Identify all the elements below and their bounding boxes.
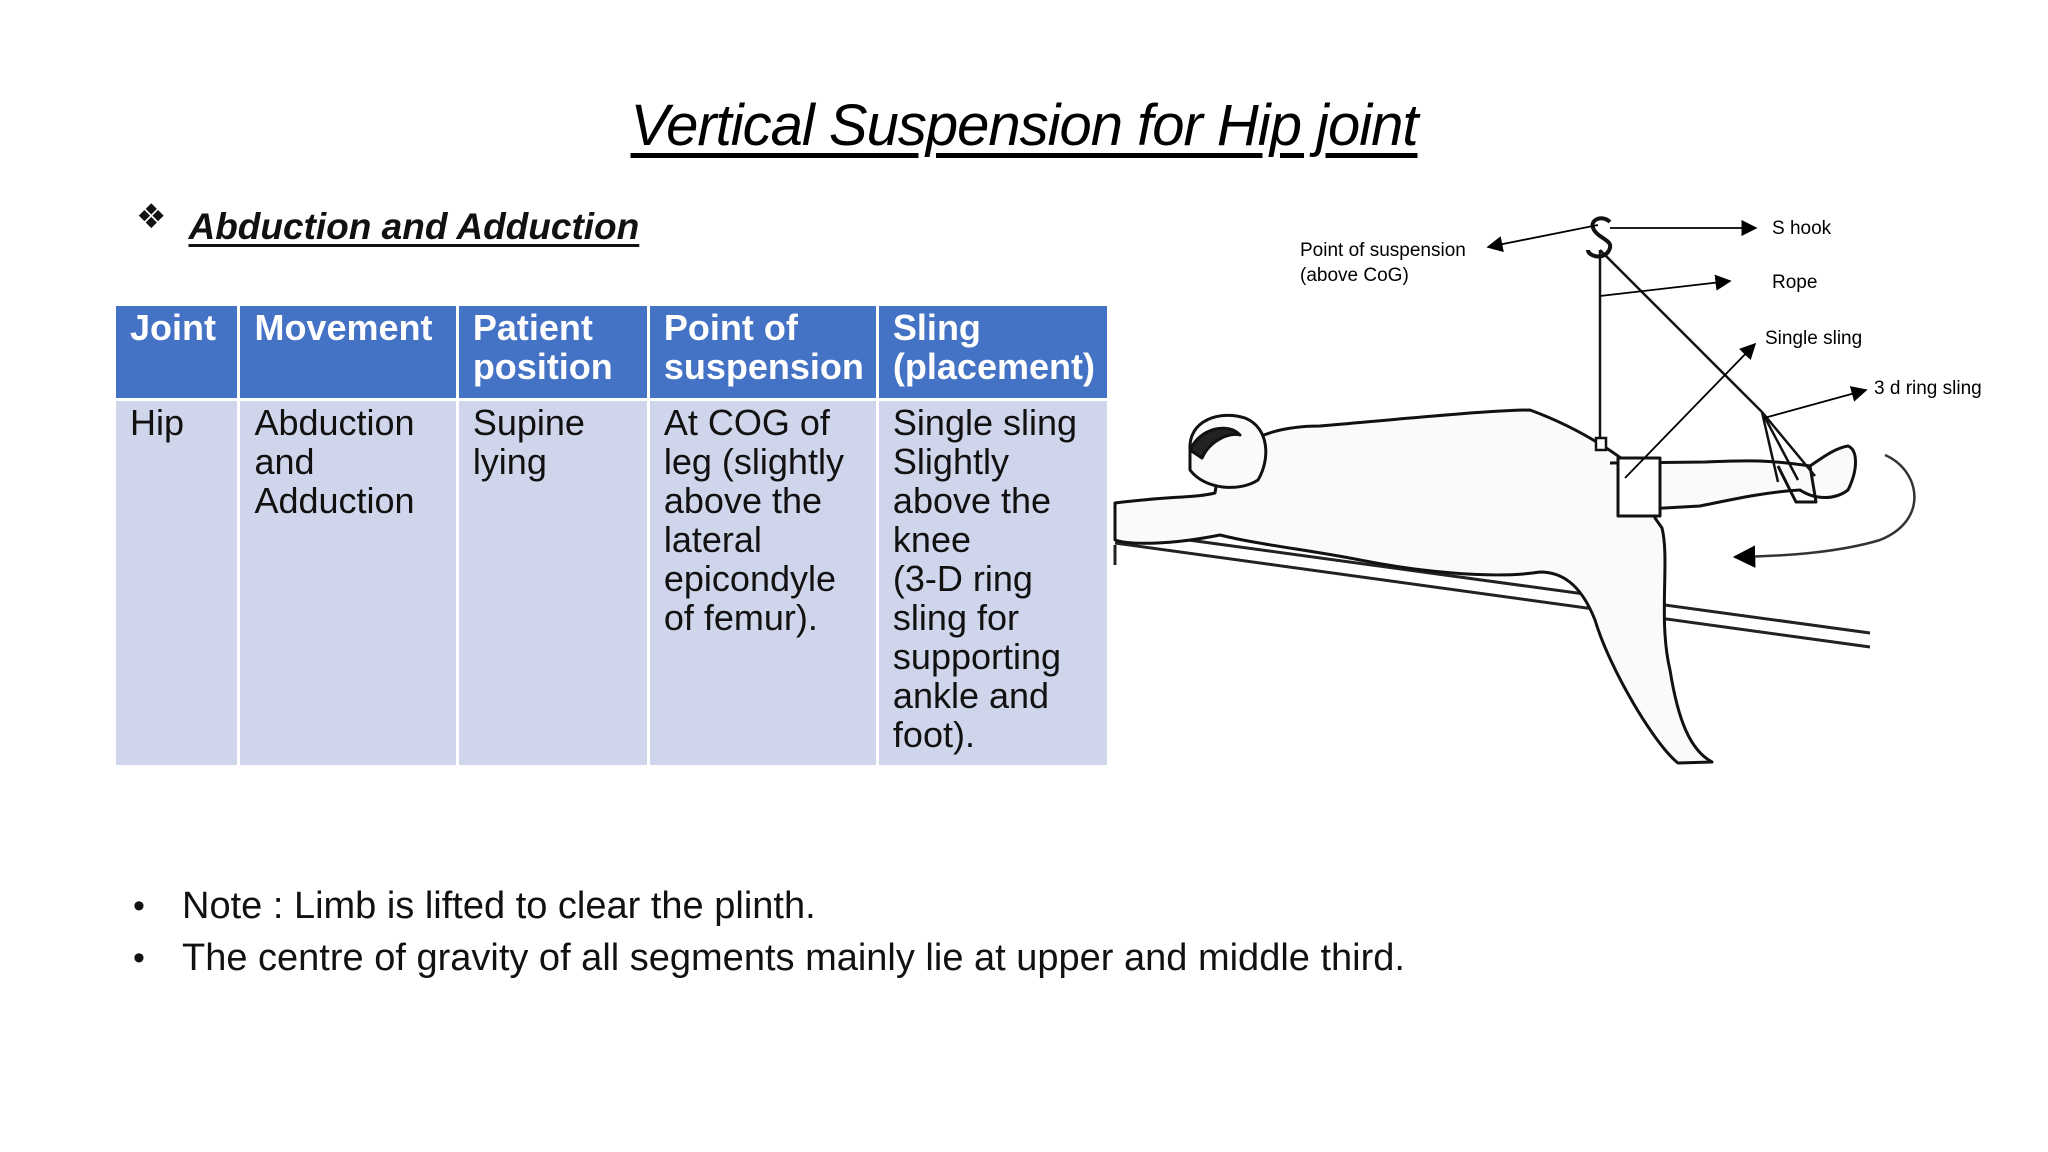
label-ring-sling: 3 d ring sling <box>1874 378 1982 399</box>
header-point-of-suspension: Point of suspension <box>646 303 879 401</box>
slide-title: Vertical Suspension for Hip joint <box>630 93 1419 158</box>
suspension-illustration: Point of suspension (above CoG) S hook R… <box>1110 200 2010 770</box>
label-point-of-suspension: Point of suspension (above CoG) <box>1300 240 1466 286</box>
header-sling: Sling (placement) <box>875 303 1111 401</box>
cell-patient-position: Supine lying <box>455 398 650 768</box>
patient-suspension-drawing <box>1113 216 1916 765</box>
bullet-icon: • <box>133 939 145 977</box>
label-single-sling: Single sling <box>1765 328 1863 349</box>
subheading-text: Abduction and Adduction <box>188 206 640 247</box>
cell-point-of-suspension: At COG of leg (slightly above the latera… <box>646 398 879 768</box>
label-s-hook: S hook <box>1772 218 1832 239</box>
table-header-row: Joint Movement Patient position Point of… <box>112 303 1111 401</box>
table-row: Hip Abduction and Adduction Supine lying… <box>112 398 1111 768</box>
annotation-arrows <box>1486 219 1868 479</box>
bullet-icon: • <box>133 887 145 925</box>
list-item: • The centre of gravity of all segments … <box>133 932 1405 984</box>
suspension-lines <box>1586 216 1816 483</box>
patient-figure <box>1113 408 1857 765</box>
cell-sling: Single sling Slightly above the knee (3-… <box>875 398 1111 768</box>
rotation-arrow-icon <box>1732 453 1916 568</box>
plinth <box>1113 528 1871 649</box>
s-hook-icon <box>1586 216 1613 259</box>
subheading: ❖ Abduction and Adduction <box>136 198 640 248</box>
cell-movement: Abduction and Adduction <box>237 398 459 768</box>
diamond-bullet-icon: ❖ <box>136 198 167 236</box>
header-patient-position: Patient position <box>455 303 650 401</box>
header-movement: Movement <box>237 303 459 401</box>
header-joint: Joint <box>112 303 241 401</box>
label-rope: Rope <box>1772 272 1818 293</box>
notes-list: • Note : Limb is lifted to clear the pli… <box>133 880 1405 984</box>
cell-joint: Hip <box>112 398 241 768</box>
list-item: • Note : Limb is lifted to clear the pli… <box>133 880 1405 932</box>
suspension-table: Joint Movement Patient position Point of… <box>112 303 1111 768</box>
